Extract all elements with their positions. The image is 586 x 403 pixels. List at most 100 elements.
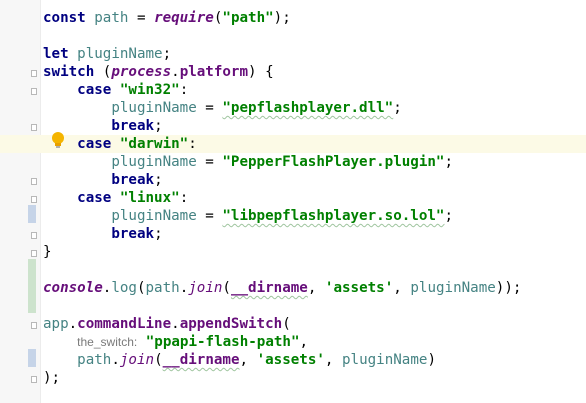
code-token: const xyxy=(43,10,86,26)
code-token xyxy=(86,10,95,26)
fold-toggle[interactable] xyxy=(31,124,37,131)
code-token: "ppapi-flash-path" xyxy=(145,334,300,350)
code-token xyxy=(43,82,77,98)
code-token xyxy=(111,136,120,152)
code-token: pluginName xyxy=(77,46,163,62)
code-line-text: switch (process.platform) { xyxy=(43,63,274,81)
code-token: pluginName xyxy=(410,280,496,296)
code-token: ); xyxy=(273,10,291,26)
code-token: . xyxy=(179,280,189,296)
code-line[interactable]: case "win32": xyxy=(0,81,586,99)
code-token: "PepperFlashPlayer.plugin" xyxy=(222,154,445,170)
code-line-text: pluginName = "PepperFlashPlayer.plugin"; xyxy=(43,153,453,171)
code-line[interactable] xyxy=(0,261,586,279)
code-token: : xyxy=(179,82,189,98)
code-token: join xyxy=(188,280,223,296)
code-line[interactable]: case "linux": xyxy=(0,189,586,207)
code-line[interactable]: pluginName = "libpepflashplayer.so.lol"; xyxy=(0,207,586,225)
code-token: break xyxy=(111,172,155,188)
code-line-text: const path = require("path"); xyxy=(43,9,291,27)
fold-toggle[interactable] xyxy=(31,178,37,185)
fold-toggle[interactable] xyxy=(31,376,37,383)
code-token: path xyxy=(145,280,180,296)
code-line[interactable]: break; xyxy=(0,171,586,189)
code-line-text: app.commandLine.appendSwitch( xyxy=(43,315,291,333)
change-marker[interactable] xyxy=(28,349,36,367)
code-token: console xyxy=(43,280,103,296)
code-token: , xyxy=(307,280,325,296)
code-line[interactable]: break; xyxy=(0,117,586,135)
code-token: } xyxy=(43,244,52,260)
code-line[interactable]: app.commandLine.appendSwitch( xyxy=(0,315,586,333)
code-token: path xyxy=(94,10,129,26)
code-token: ; xyxy=(162,46,172,62)
code-token: log xyxy=(111,280,137,296)
code-token: . xyxy=(171,64,180,80)
fold-toggle[interactable] xyxy=(31,88,37,95)
code-token: . xyxy=(68,316,78,332)
code-line[interactable]: switch (process.platform) { xyxy=(0,63,586,81)
code-token: pluginName xyxy=(111,208,197,224)
code-token: . xyxy=(102,280,112,296)
code-line-text: let pluginName; xyxy=(43,45,171,63)
code-line-text: the_switch: "ppapi-flash-path", xyxy=(43,333,308,351)
code-token: )); xyxy=(495,280,522,296)
code-line[interactable]: } xyxy=(0,243,586,261)
change-marker[interactable] xyxy=(28,205,36,223)
code-line[interactable]: the_switch: "ppapi-flash-path", xyxy=(0,333,586,351)
code-token xyxy=(43,154,111,170)
change-marker[interactable] xyxy=(28,259,36,313)
code-token: = xyxy=(196,100,223,116)
code-line-text: case "darwin": xyxy=(43,135,197,153)
code-line-text: break; xyxy=(43,117,162,135)
lightbulb-icon[interactable] xyxy=(50,131,66,149)
code-line[interactable] xyxy=(0,27,586,45)
code-line[interactable]: let pluginName; xyxy=(0,45,586,63)
code-token: pluginName xyxy=(342,352,428,368)
code-token: require xyxy=(154,10,214,26)
code-token: path xyxy=(77,352,112,368)
code-token: pluginName xyxy=(111,100,197,116)
fold-toggle[interactable] xyxy=(31,250,37,257)
code-line[interactable]: console.log(path.join(__dirname, 'assets… xyxy=(0,279,586,297)
code-token: break xyxy=(111,118,155,134)
code-token: case xyxy=(77,82,112,98)
code-token: = xyxy=(196,154,223,170)
code-token: "path" xyxy=(222,10,274,26)
code-token xyxy=(43,172,111,188)
code-line[interactable]: ); xyxy=(0,369,586,387)
fold-toggle[interactable] xyxy=(31,322,37,329)
code-token: pluginName xyxy=(111,154,197,170)
code-token: commandLine xyxy=(77,316,172,332)
code-line-text: pluginName = "pepflashplayer.dll"; xyxy=(43,99,401,117)
code-line-text: break; xyxy=(43,171,162,189)
code-line-text: ); xyxy=(43,369,60,387)
code-line-text: case "linux": xyxy=(43,189,188,207)
code-token: ) xyxy=(427,352,436,368)
code-line[interactable] xyxy=(0,297,586,315)
code-token: ( xyxy=(222,280,231,296)
code-line[interactable]: break; xyxy=(0,225,586,243)
code-token: ; xyxy=(154,226,163,242)
code-token xyxy=(43,190,77,206)
current-line[interactable]: case "darwin": xyxy=(0,135,586,153)
code-token: switch xyxy=(43,64,95,80)
code-token: : xyxy=(179,190,189,206)
fold-toggle[interactable] xyxy=(31,232,37,239)
code-token: , xyxy=(239,352,257,368)
code-token: = xyxy=(196,208,223,224)
code-line[interactable]: pluginName = "PepperFlashPlayer.plugin"; xyxy=(0,153,586,171)
code-line[interactable]: path.join(__dirname, 'assets', pluginNam… xyxy=(0,351,586,369)
code-line[interactable]: const path = require("path"); xyxy=(0,9,586,27)
code-token: case xyxy=(77,136,112,152)
fold-toggle[interactable] xyxy=(31,70,37,77)
code-line[interactable]: pluginName = "pepflashplayer.dll"; xyxy=(0,99,586,117)
code-token: 'assets' xyxy=(324,280,394,296)
fold-toggle[interactable] xyxy=(31,196,37,203)
code-token xyxy=(69,46,78,62)
code-token: 'assets' xyxy=(256,352,325,368)
code-token: . xyxy=(171,316,180,332)
code-token: , xyxy=(324,352,343,368)
code-line-text: case "win32": xyxy=(43,81,188,99)
